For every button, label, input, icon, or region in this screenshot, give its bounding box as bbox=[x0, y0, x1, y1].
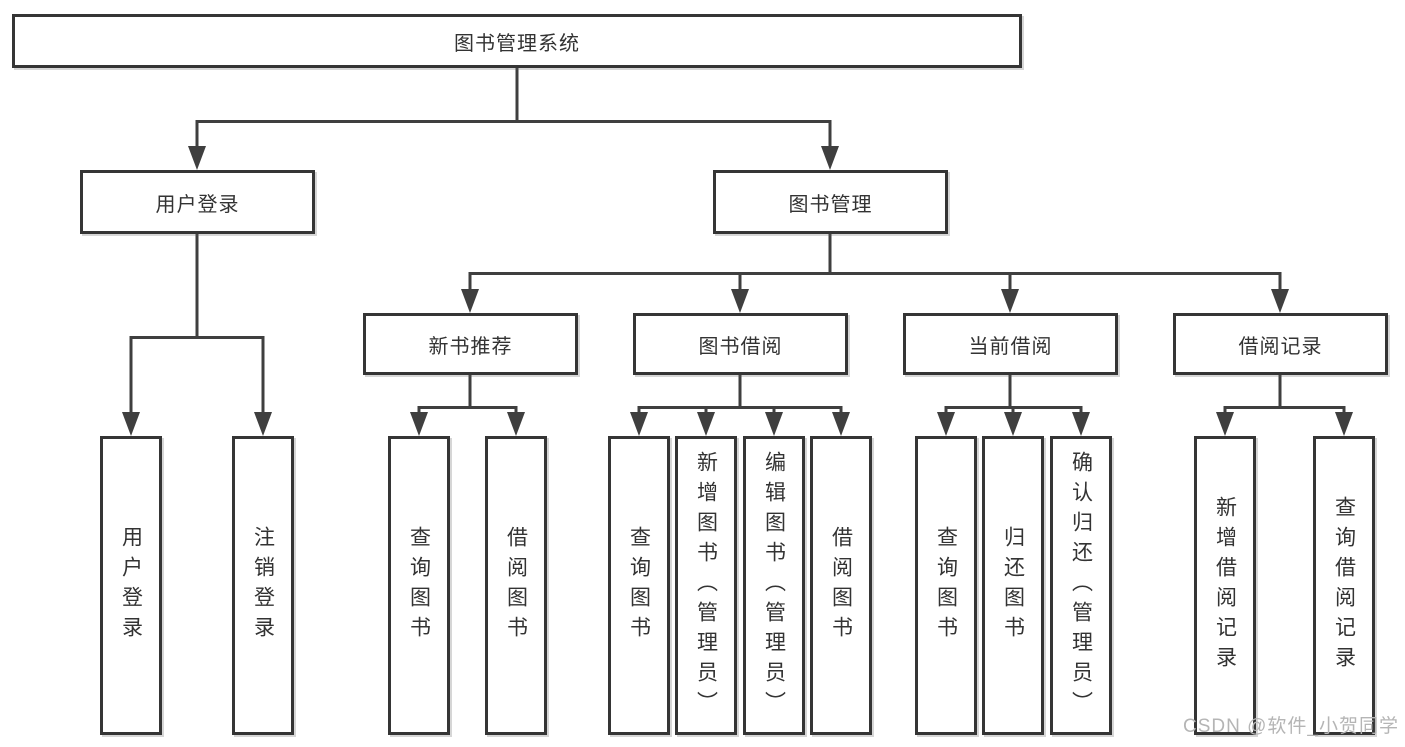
leaf-logout: 注销登录 bbox=[232, 436, 294, 735]
connector-current-borrowing-children bbox=[937, 375, 1090, 436]
node-book-borrowing: 图书借阅 bbox=[633, 313, 848, 375]
node-new-book-recommend: 新书推荐 bbox=[363, 313, 578, 375]
leaf-query-borrow-record: 查询借阅记录 bbox=[1313, 436, 1375, 735]
node-borrow-records: 借阅记录 bbox=[1173, 313, 1388, 375]
arrowhead bbox=[1216, 412, 1234, 436]
connector-user-login-children bbox=[122, 234, 272, 436]
arrowhead bbox=[1001, 289, 1019, 313]
leaf-user-login-label: 用户登录 bbox=[119, 525, 143, 646]
leaf-borrow-books-recommend: 借阅图书 bbox=[485, 436, 547, 735]
arrowhead bbox=[122, 412, 140, 436]
connector-line bbox=[1223, 406, 1346, 416]
connector-line bbox=[417, 406, 518, 416]
connector-book-management-to-level3 bbox=[461, 234, 1289, 313]
connector-book-borrowing-children bbox=[630, 375, 850, 436]
connector-new-books-children bbox=[410, 375, 525, 436]
arrowhead bbox=[821, 146, 839, 170]
csdn-watermark: CSDN @软件_小贺同学 bbox=[1183, 716, 1399, 737]
arrowhead bbox=[461, 289, 479, 313]
arrowhead bbox=[254, 412, 272, 436]
connector-line bbox=[195, 120, 832, 150]
arrowhead bbox=[697, 412, 715, 436]
leaf-return-books: 归还图书 bbox=[982, 436, 1044, 735]
arrowhead bbox=[507, 412, 525, 436]
leaf-query-books-borrowing-label: 查询图书 bbox=[627, 525, 651, 646]
leaf-query-books-borrowing: 查询图书 bbox=[608, 436, 670, 735]
leaf-add-book-admin: 新增图书（管理员） bbox=[675, 436, 737, 735]
connector-line bbox=[468, 272, 1282, 293]
leaf-confirm-return-admin: 确认归还（管理员） bbox=[1050, 436, 1112, 735]
arrowhead bbox=[630, 412, 648, 436]
arrowhead bbox=[937, 412, 955, 436]
connector-root-to-level2 bbox=[188, 68, 839, 170]
arrowhead bbox=[832, 412, 850, 436]
leaf-return-books-label: 归还图书 bbox=[1001, 525, 1025, 646]
node-current-borrowing: 当前借阅 bbox=[903, 313, 1118, 375]
node-book-management: 图书管理 bbox=[713, 170, 948, 234]
arrowhead bbox=[731, 289, 749, 313]
connector-line bbox=[637, 406, 843, 416]
leaf-query-books-recommend: 查询图书 bbox=[388, 436, 450, 735]
arrowhead bbox=[1072, 412, 1090, 436]
leaf-query-books-current: 查询图书 bbox=[915, 436, 977, 735]
node-user-login: 用户登录 bbox=[80, 170, 315, 234]
leaf-edit-book-admin-label: 编辑图书（管理员） bbox=[762, 450, 786, 721]
arrowhead bbox=[1004, 412, 1022, 436]
leaf-query-borrow-record-label: 查询借阅记录 bbox=[1332, 495, 1356, 676]
leaf-query-books-current-label: 查询图书 bbox=[934, 525, 958, 646]
arrowhead bbox=[188, 146, 206, 170]
leaf-confirm-return-admin-label: 确认归还（管理员） bbox=[1069, 450, 1093, 721]
leaf-borrow-books-recommend-label: 借阅图书 bbox=[504, 525, 528, 646]
arrowhead bbox=[410, 412, 428, 436]
arrowhead bbox=[1271, 289, 1289, 313]
connector-line bbox=[738, 272, 1012, 293]
leaf-add-book-admin-label: 新增图书（管理员） bbox=[694, 450, 718, 721]
leaf-user-login: 用户登录 bbox=[100, 436, 162, 735]
leaf-logout-label: 注销登录 bbox=[251, 525, 275, 646]
arrowhead bbox=[1335, 412, 1353, 436]
leaf-borrow-books-borrowing-label: 借阅图书 bbox=[829, 525, 853, 646]
leaf-add-borrow-record: 新增借阅记录 bbox=[1194, 436, 1256, 735]
leaf-borrow-books-borrowing: 借阅图书 bbox=[810, 436, 872, 735]
connector-borrow-records-children bbox=[1216, 375, 1353, 436]
arrowhead bbox=[765, 412, 783, 436]
leaf-add-borrow-record-label: 新增借阅记录 bbox=[1213, 495, 1237, 676]
node-library-system: 图书管理系统 bbox=[12, 14, 1022, 68]
leaf-query-books-recommend-label: 查询图书 bbox=[407, 525, 431, 646]
connector-line bbox=[129, 336, 265, 416]
leaf-edit-book-admin: 编辑图书（管理员） bbox=[743, 436, 805, 735]
